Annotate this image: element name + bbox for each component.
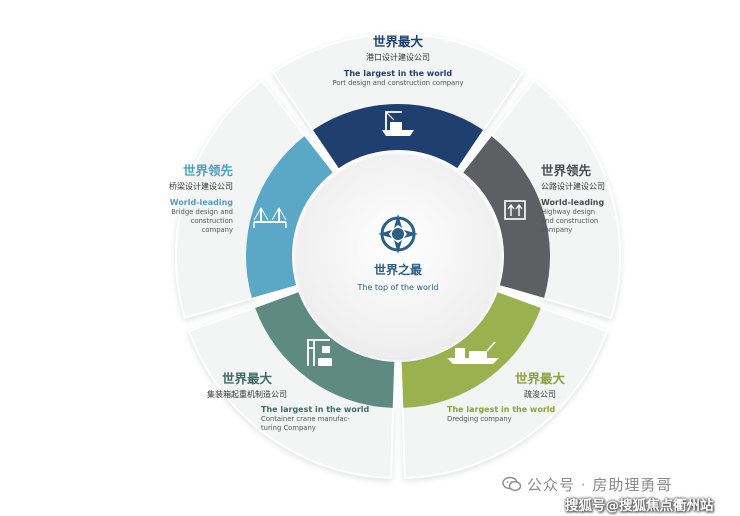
segment-title-highway: 世界领先 — [541, 163, 592, 178]
wechat-icon — [502, 476, 522, 492]
compass-logo-icon — [378, 214, 418, 254]
bridge-icon — [253, 207, 287, 228]
ring-segment-highway — [463, 136, 550, 298]
segment-en-line-port: Port design and construction company — [332, 79, 463, 87]
dredging-ship-icon — [447, 341, 499, 364]
ship-crane-icon — [382, 111, 414, 136]
segment-en-title-highway: World-leading — [541, 198, 605, 207]
segment-title-crane: 世界最大 — [222, 371, 273, 386]
segment-en-line-highway: and construction — [541, 217, 598, 225]
center-hub: 世界之最 The top of the world — [296, 154, 500, 358]
segment-en-line-highway: Highway design — [541, 208, 595, 216]
watermark-account: 房助理勇哥 — [592, 476, 673, 494]
segment-en-line-dredging: Dredging company — [447, 415, 512, 423]
container-crane-icon — [307, 339, 332, 366]
segment-en-title-dredging: The largest in the world — [447, 405, 556, 414]
watermark-line-2: 搜狐号@搜狐焦点衢州站 — [565, 498, 714, 514]
segment-en-line-highway: company — [541, 226, 572, 234]
segment-title-dredging: 世界最大 — [515, 371, 566, 386]
watermark-prefix: 公众号 — [527, 476, 576, 494]
segment-en-line-crane: Container crane manufac- — [261, 415, 350, 423]
segment-en-title-crane: The largest in the world — [261, 405, 370, 414]
segment-en-title-port: The largest in the world — [344, 69, 453, 78]
segment-subtitle-dredging: 疏浚公司 — [524, 389, 556, 399]
segment-subtitle-highway: 公路设计建设公司 — [541, 181, 605, 191]
segment-en-line-bridge: company — [202, 226, 233, 234]
ring-segment-port — [313, 103, 483, 169]
center-subtitle: The top of the world — [356, 283, 438, 292]
watermark-line-1: 公众号 · 房助理勇哥 — [505, 474, 672, 495]
segment-en-line-bridge: construction — [191, 217, 233, 225]
segment-en-line-bridge: Bridge design and — [171, 208, 233, 216]
center-title: 世界之最 — [374, 262, 423, 277]
segment-subtitle-crane: 集装箱起重机制造公司 — [207, 389, 287, 399]
watermark-dot: · — [580, 476, 587, 494]
segment-subtitle-port: 港口设计建设公司 — [366, 52, 430, 62]
segment-subtitle-bridge: 桥梁设计建设公司 — [169, 181, 233, 191]
segment-title-bridge: 世界领先 — [183, 163, 234, 178]
highway-sign-icon — [504, 200, 526, 220]
segment-en-line-crane: turing Company — [261, 424, 316, 432]
segment-en-title-bridge: World-leading — [170, 198, 234, 207]
segment-title-port: 世界最大 — [373, 34, 424, 49]
ring-segment-dredging — [401, 292, 541, 408]
ring-segment-bridge — [246, 136, 333, 298]
